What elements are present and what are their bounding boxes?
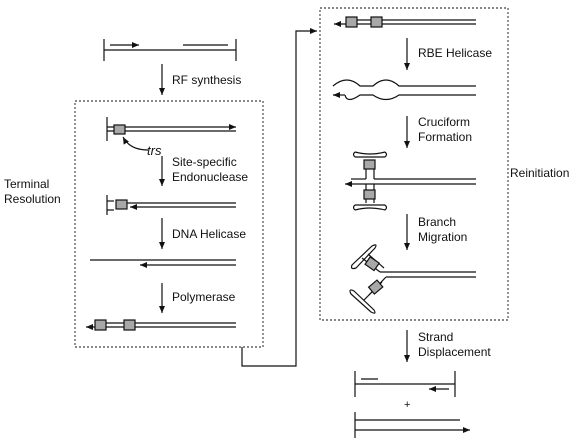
molecule-nicked xyxy=(106,195,236,215)
label-formation: Formation xyxy=(418,130,472,144)
molecule-cruciform xyxy=(345,151,476,211)
label-migration: Migration xyxy=(418,230,467,244)
product-molecule-2 xyxy=(354,412,470,438)
molecule-reinit-1 xyxy=(334,16,476,28)
label-rbe-helicase: RBE Helicase xyxy=(418,46,492,60)
label-displacement: Displacement xyxy=(418,345,491,359)
label-polymerase: Polymerase xyxy=(172,290,236,304)
hairpin-molecule-top xyxy=(103,39,237,61)
molecule-displaced xyxy=(90,259,236,268)
molecule-extended xyxy=(86,319,236,331)
terminal-resolution-frame xyxy=(74,100,264,348)
label-resolution: Resolution xyxy=(4,192,61,206)
molecule-trs xyxy=(106,117,236,151)
frame-connector xyxy=(241,28,317,367)
label-terminal: Terminal xyxy=(4,177,49,191)
label-dna-helicase: DNA Helicase xyxy=(172,227,246,241)
label-site-specific: Site-specific xyxy=(172,155,237,169)
label-strand: Strand xyxy=(418,330,453,344)
reinitiation-frame xyxy=(319,7,509,321)
label-trs: trs xyxy=(147,143,162,158)
label-plus: + xyxy=(404,399,410,411)
product-molecule-1 xyxy=(354,371,456,397)
label-cruciform: Cruciform xyxy=(418,115,470,129)
label-reinitiation: Reinitiation xyxy=(510,166,569,180)
label-branch: Branch xyxy=(418,215,456,229)
molecule-branched xyxy=(349,244,476,314)
molecule-bubbles xyxy=(332,79,476,101)
label-rf-synthesis: RF synthesis xyxy=(172,73,241,87)
label-endonuclease: Endonuclease xyxy=(172,170,248,184)
